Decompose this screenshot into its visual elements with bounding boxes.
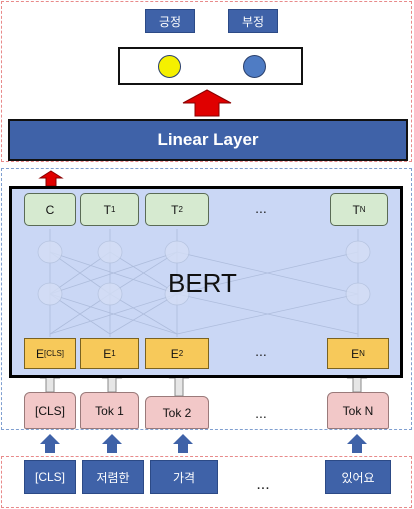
blue-arrow-up-icon [173,434,193,453]
linear-layer: Linear Layer [8,119,408,161]
embedding-node-cls: E[CLS] [24,338,76,369]
transformer-network-graphic [37,229,371,337]
output-box [118,47,303,85]
bert-region-frame [1,168,412,430]
input-word-1: 저렴한 [82,460,144,494]
red-arrow-up-icon [182,89,232,117]
input-word-n: 있어요 [325,460,391,494]
output-region-frame [1,1,412,162]
blue-arrow-up-icon [102,434,122,453]
bert-output-node-cls: C [24,193,76,226]
embedding-ellipsis: ... [255,343,267,359]
bert-output-ellipsis: ... [255,200,267,216]
blue-arrow-up-icon [347,434,367,453]
input-word-ellipsis: ... [256,476,270,493]
token-cls: [CLS] [24,392,76,429]
red-arrow-up-small-icon [38,170,64,187]
negative-probability-circle [243,55,266,78]
positive-probability-circle [158,55,181,78]
token-2: Tok 2 [145,396,209,429]
token-n: Tok N [327,392,389,429]
input-region-frame [1,456,412,508]
token-ellipsis: ... [255,405,267,421]
input-word-2: 가격 [150,460,218,494]
token-1: Tok 1 [80,392,139,429]
label-positive: 긍정 [145,9,195,33]
bert-title: BERT [168,268,237,298]
label-negative: 부정 [228,9,278,33]
blue-arrow-up-icon [40,434,60,453]
input-word-cls: [CLS] [24,460,76,494]
